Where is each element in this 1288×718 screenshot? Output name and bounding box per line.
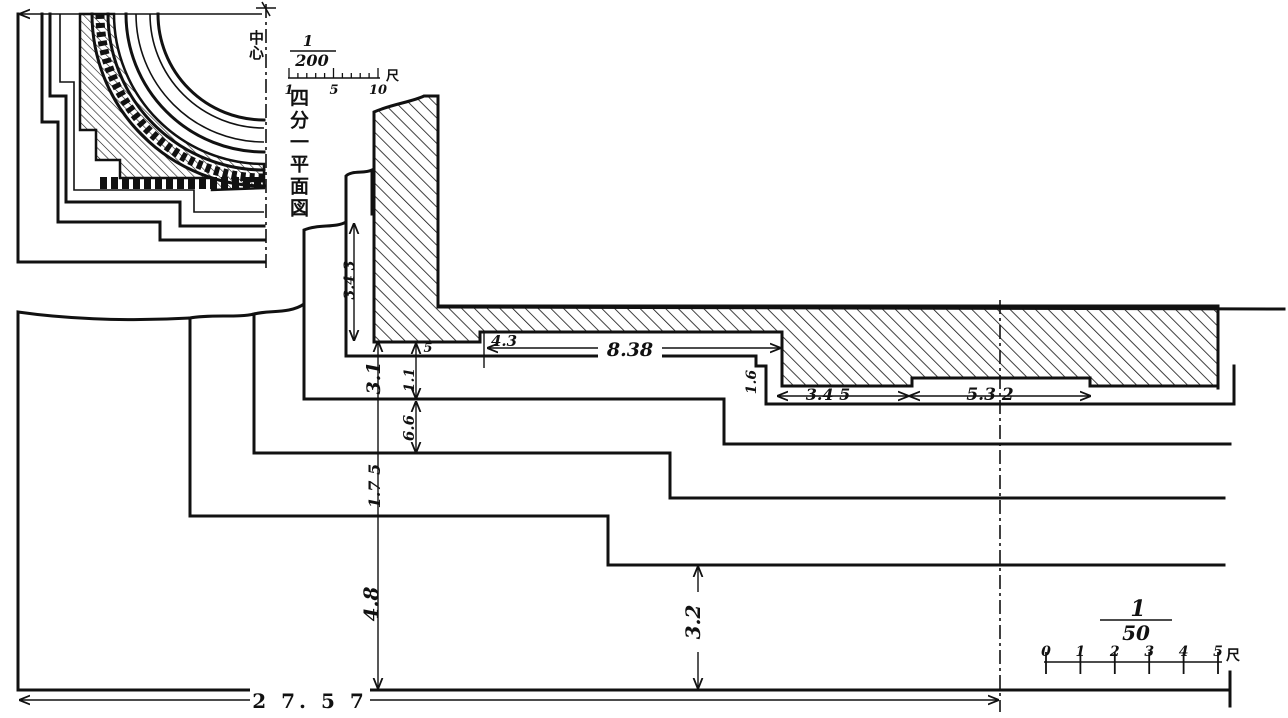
- section-scale: 1 50 0 1 2 3 4 5 尺: [1041, 596, 1240, 674]
- plan-beaded-band: [95, 13, 265, 183]
- section-scale-numerator: 1: [1130, 596, 1145, 622]
- section-dimensions: 2 7. 5 7 3.4 3 3.1 1.1 5 6.6 1.7 5 4.8 4…: [20, 224, 1090, 713]
- dim-recess-a: 3.4 5: [806, 385, 851, 404]
- plan-stepped-outlines: [16, 12, 266, 264]
- plan-scale: 1 200 1 5 10 尺: [284, 32, 399, 98]
- section-stepped-profile: [16, 167, 1232, 708]
- section-slab-top: [436, 305, 1286, 311]
- plan-scale-tick-10: 10: [369, 83, 387, 98]
- dim-slab-length: 8.38: [606, 339, 653, 361]
- dim-step-2: 6.6: [400, 414, 418, 441]
- section-scale-tick-label: 4: [1179, 644, 1189, 660]
- dim-small-drop: 1.6: [744, 370, 760, 395]
- plan-toothed-band: [100, 177, 264, 189]
- section-view: 2 7. 5 7 3.4 3 3.1 1.1 5 6.6 1.7 5 4.8 4…: [16, 94, 1286, 713]
- dim-step-3: 1.7 5: [365, 464, 384, 509]
- dim-step-4: 4.8: [359, 587, 383, 622]
- dim-step-small-b: 5: [423, 341, 432, 356]
- plan-scale-tick-5: 5: [329, 83, 338, 98]
- section-scale-tick-label: 3: [1144, 644, 1154, 660]
- section-scale-denominator: 50: [1122, 621, 1150, 645]
- dim-step-small: 1.1: [402, 368, 418, 392]
- plan-scale-tick-1: 1: [284, 83, 293, 98]
- section-scale-tick-label: 1: [1076, 644, 1086, 660]
- section-scale-tick-label: 0: [1041, 644, 1051, 660]
- section-hatched-wall-slab: [372, 94, 1220, 388]
- dim-recess-b: 5.3 2: [966, 385, 1013, 405]
- plan-inner-arcs: [124, 12, 266, 154]
- dim-right-height: 3.2: [681, 605, 705, 640]
- plan-caption: 四分一平面図: [287, 88, 309, 220]
- dim-top-wall-height: 3.4 3: [342, 260, 358, 299]
- section-scale-tick-label: 5: [1213, 644, 1223, 660]
- dim-step-1: 3.1: [363, 361, 385, 394]
- plan-scale-denominator: 200: [294, 51, 328, 70]
- plan-scale-unit: 尺: [386, 69, 399, 84]
- section-scale-unit: 尺: [1226, 648, 1240, 664]
- quarter-plan-view: 中心 四分一平面図 1 200 1 5 10 尺: [16, 1, 399, 270]
- plan-center-label: 中心: [247, 29, 265, 61]
- plan-scale-numerator: 1: [303, 32, 313, 50]
- dim-total-width: 2 7. 5 7: [252, 689, 368, 713]
- section-scale-tick-label: 2: [1109, 644, 1120, 660]
